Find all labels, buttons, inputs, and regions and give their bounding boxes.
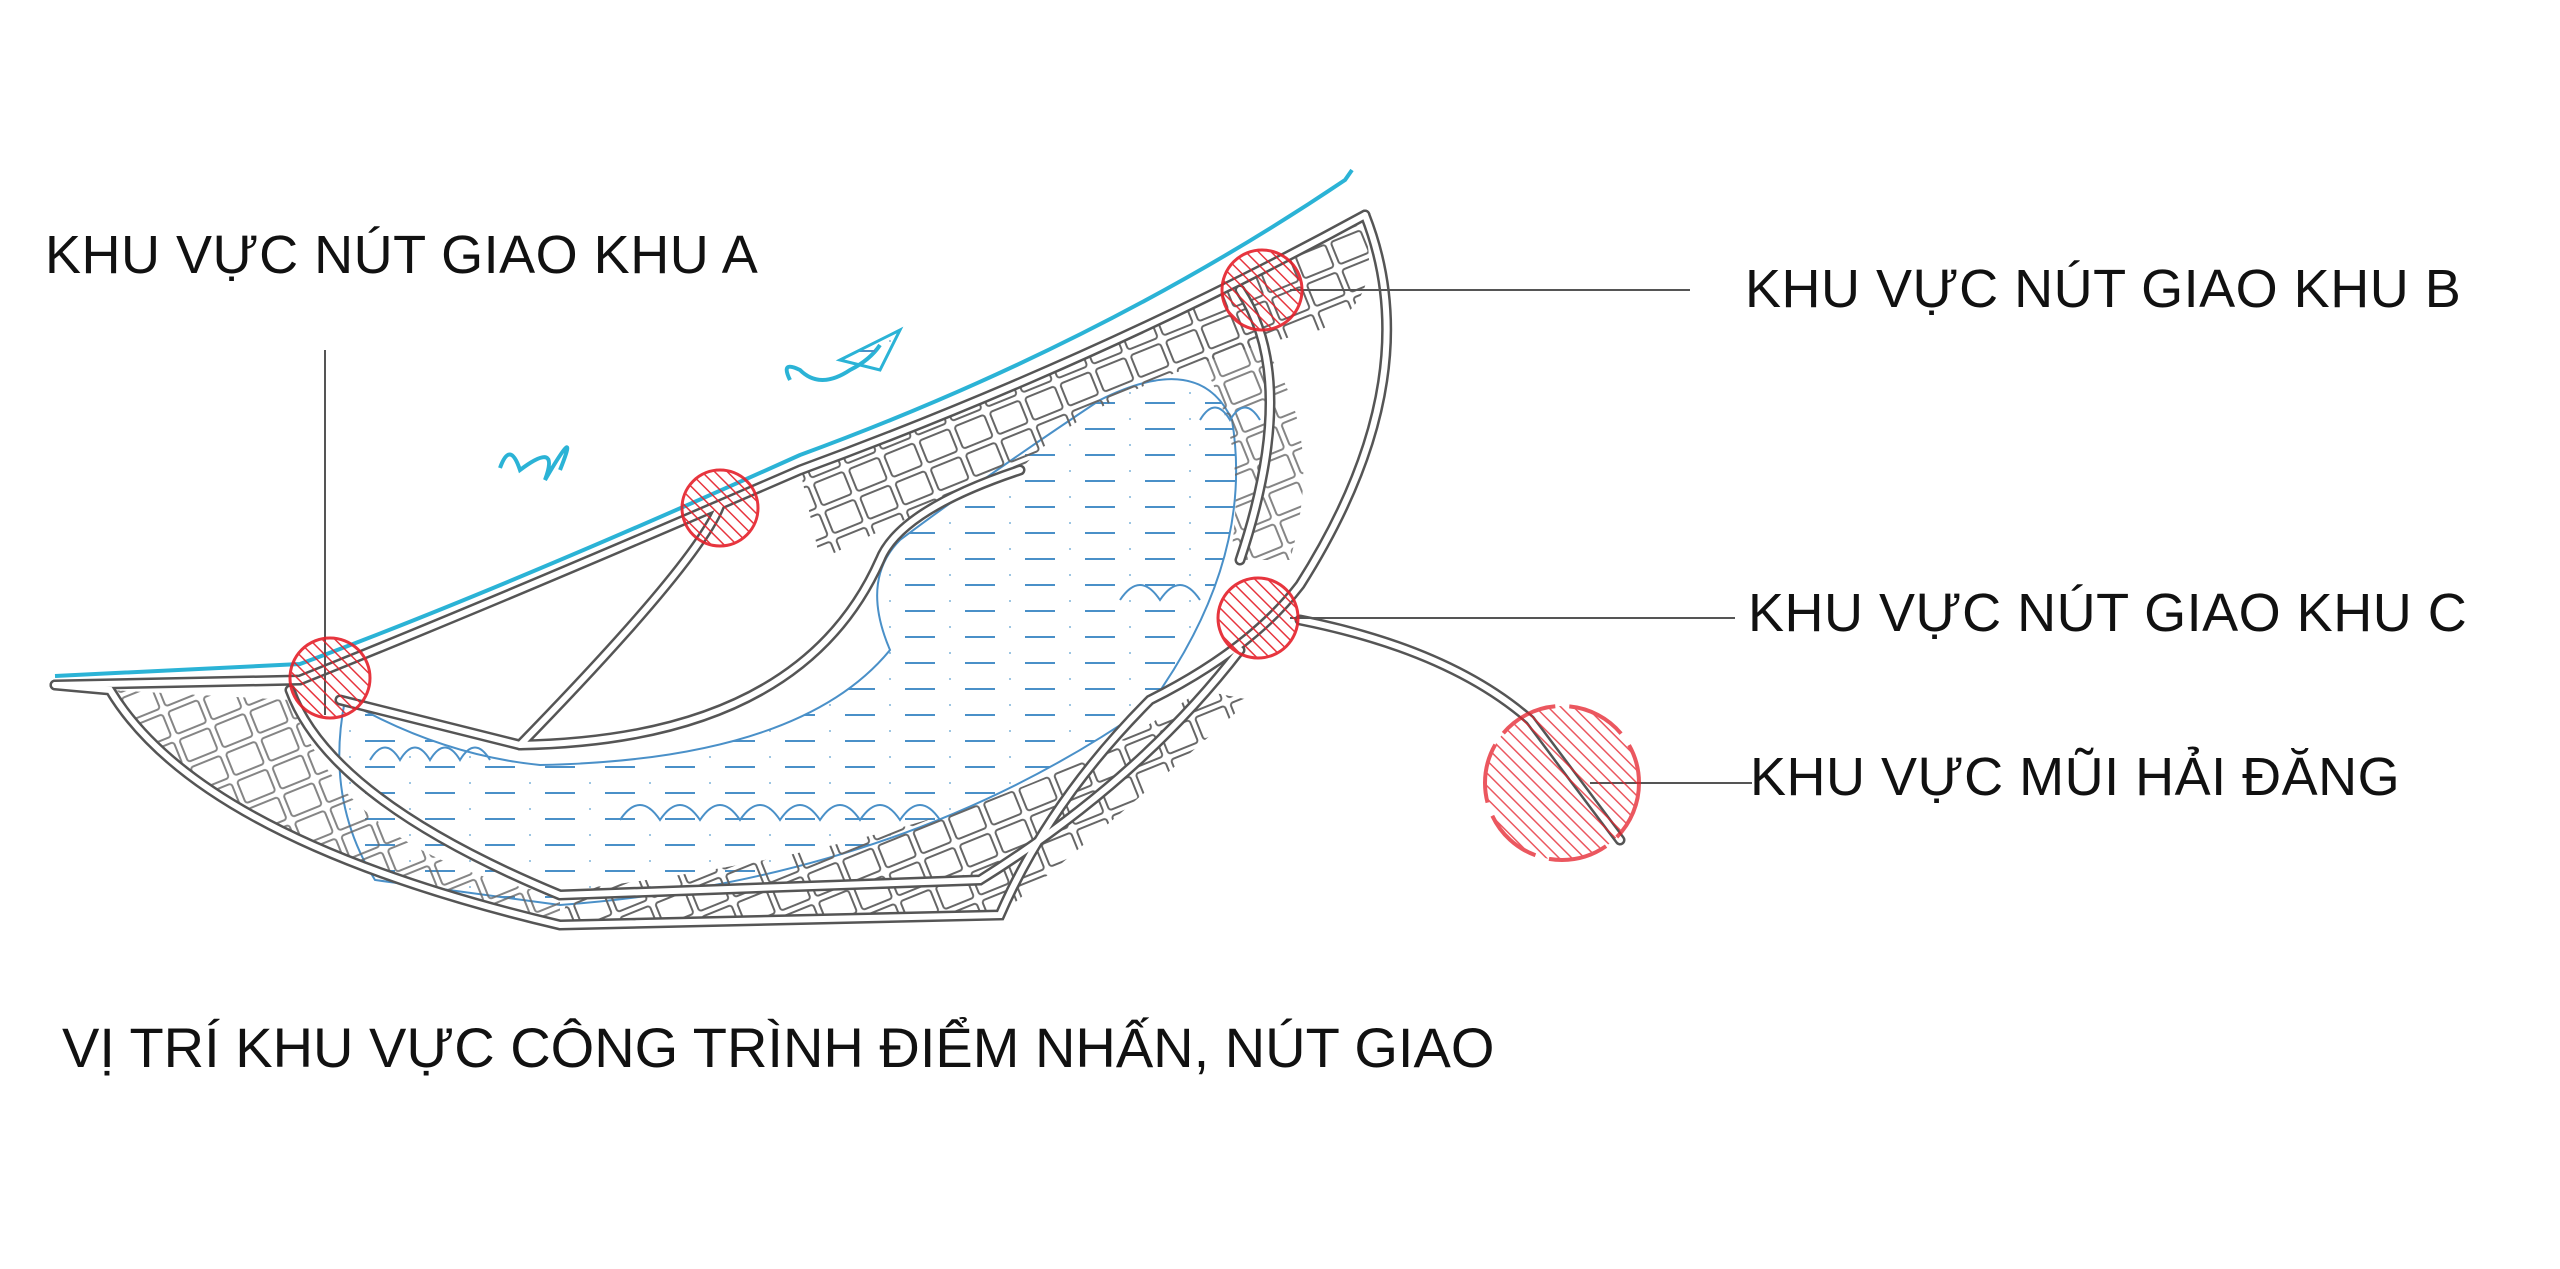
pond	[835, 326, 904, 372]
label-zone-a: KHU VỰC NÚT GIAO KHU A	[45, 225, 759, 285]
zone-c-marker[interactable]	[1216, 576, 1300, 660]
leader-lines	[324, 289, 1752, 784]
label-zone-c: KHU VỰC NÚT GIAO KHU C	[1748, 583, 2468, 643]
label-lighthouse: KHU VỰC MŨI HẢI ĐĂNG	[1750, 747, 2401, 807]
urban-blocks-east	[1200, 330, 1304, 560]
zone-mid-marker[interactable]	[680, 468, 760, 548]
zone-b-marker[interactable]	[1220, 248, 1304, 332]
urban-blocks-west	[110, 690, 560, 925]
label-zone-b: KHU VỰC NÚT GIAO KHU B	[1745, 259, 2462, 319]
lighthouse-marker[interactable]	[1483, 704, 1641, 862]
road-network	[49, 209, 1626, 931]
page-title: VỊ TRÍ KHU VỰC CÔNG TRÌNH ĐIỂM NHẤN, NÚT…	[62, 1016, 1495, 1079]
zone-a-marker[interactable]	[288, 636, 372, 720]
urban-blocks-south	[560, 690, 1250, 925]
